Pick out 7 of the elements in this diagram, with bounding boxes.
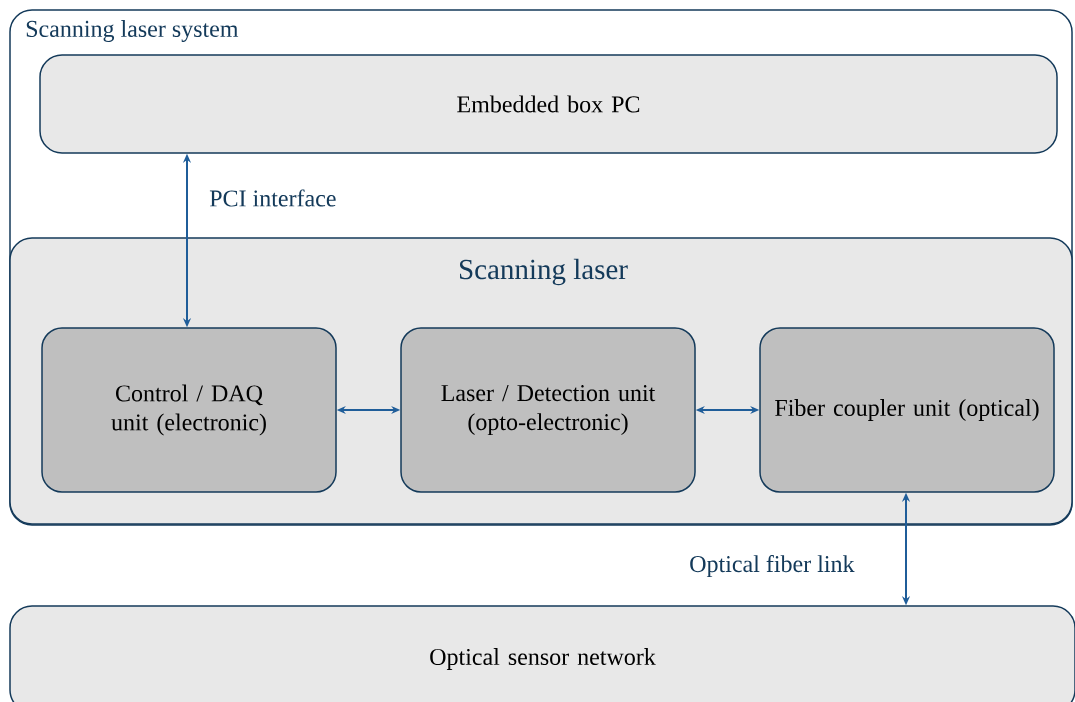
edge-label: Optical fiber link bbox=[688, 554, 856, 578]
unit-box: Control / DAQ unit (electronic) bbox=[41, 327, 337, 493]
unit-box: Fiber coupler unit (optical) bbox=[759, 327, 1055, 493]
process-box: Embedded box PC bbox=[39, 54, 1058, 154]
process-box: Optical sensor network bbox=[9, 605, 1075, 702]
edge-label: PCI interface bbox=[208, 188, 338, 208]
unit-box: Laser / Detection unit (opto-electronic) bbox=[400, 327, 696, 493]
